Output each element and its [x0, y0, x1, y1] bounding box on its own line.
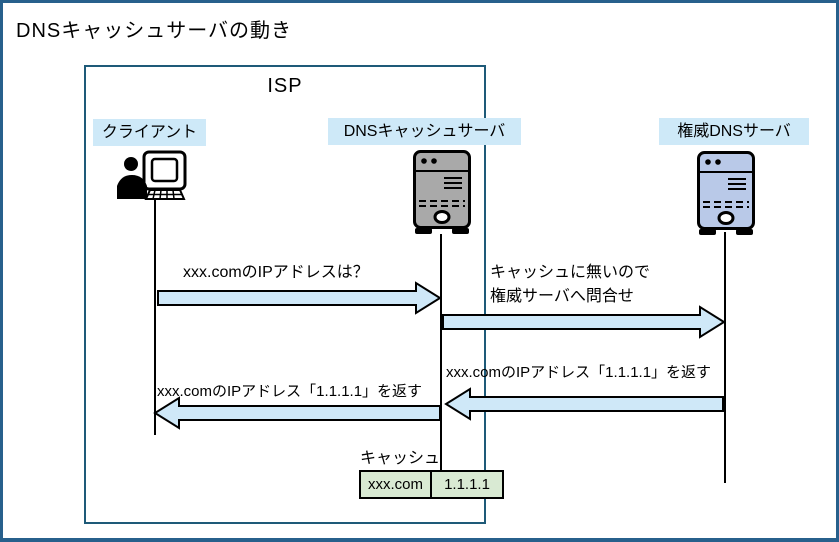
- forward-query-message-text: キャッシュに無いので 権威サーバへ問合せ: [490, 261, 650, 309]
- client-response-arrow: [153, 396, 441, 430]
- cache-caption: キャッシュ: [360, 450, 441, 467]
- client-response-message-text: xxx.comのIPアドレス「1.1.1.1」を返す: [157, 383, 423, 400]
- auth-response-message-text: xxx.comのIPアドレス「1.1.1.1」を返す: [446, 364, 712, 381]
- query-arrow: [157, 281, 442, 315]
- forward-query-line1: キャッシュに無いので: [490, 264, 651, 281]
- dns-cache-server-icon: [413, 150, 471, 236]
- connector-layer: [117, 150, 755, 483]
- isp-label: ISP: [267, 75, 303, 97]
- query-message-text: xxx.comのIPアドレスは？: [183, 264, 369, 281]
- person-icon: [124, 157, 138, 171]
- diagram-title: DNSキャッシュサーバの動き: [16, 20, 293, 42]
- auth-response-arrow: [444, 387, 724, 421]
- auth-dns-server-label: 権威DNSサーバ: [659, 118, 809, 145]
- dns-cache-server-label: DNSキャッシュサーバ: [328, 118, 521, 145]
- cache-ip-cell: 1.1.1.1: [430, 470, 504, 499]
- client-icon: [117, 150, 187, 200]
- forward-query-arrow: [442, 305, 726, 339]
- cache-domain-cell: xxx.com: [359, 470, 432, 499]
- forward-query-line2: 権威サーバへ問合せ: [490, 288, 634, 305]
- auth-dns-server-icon: [697, 151, 755, 237]
- client-label: クライアント: [93, 119, 206, 146]
- isp-boundary-box: ISP: [84, 65, 486, 524]
- cache-table: xxx.com 1.1.1.1: [359, 470, 504, 499]
